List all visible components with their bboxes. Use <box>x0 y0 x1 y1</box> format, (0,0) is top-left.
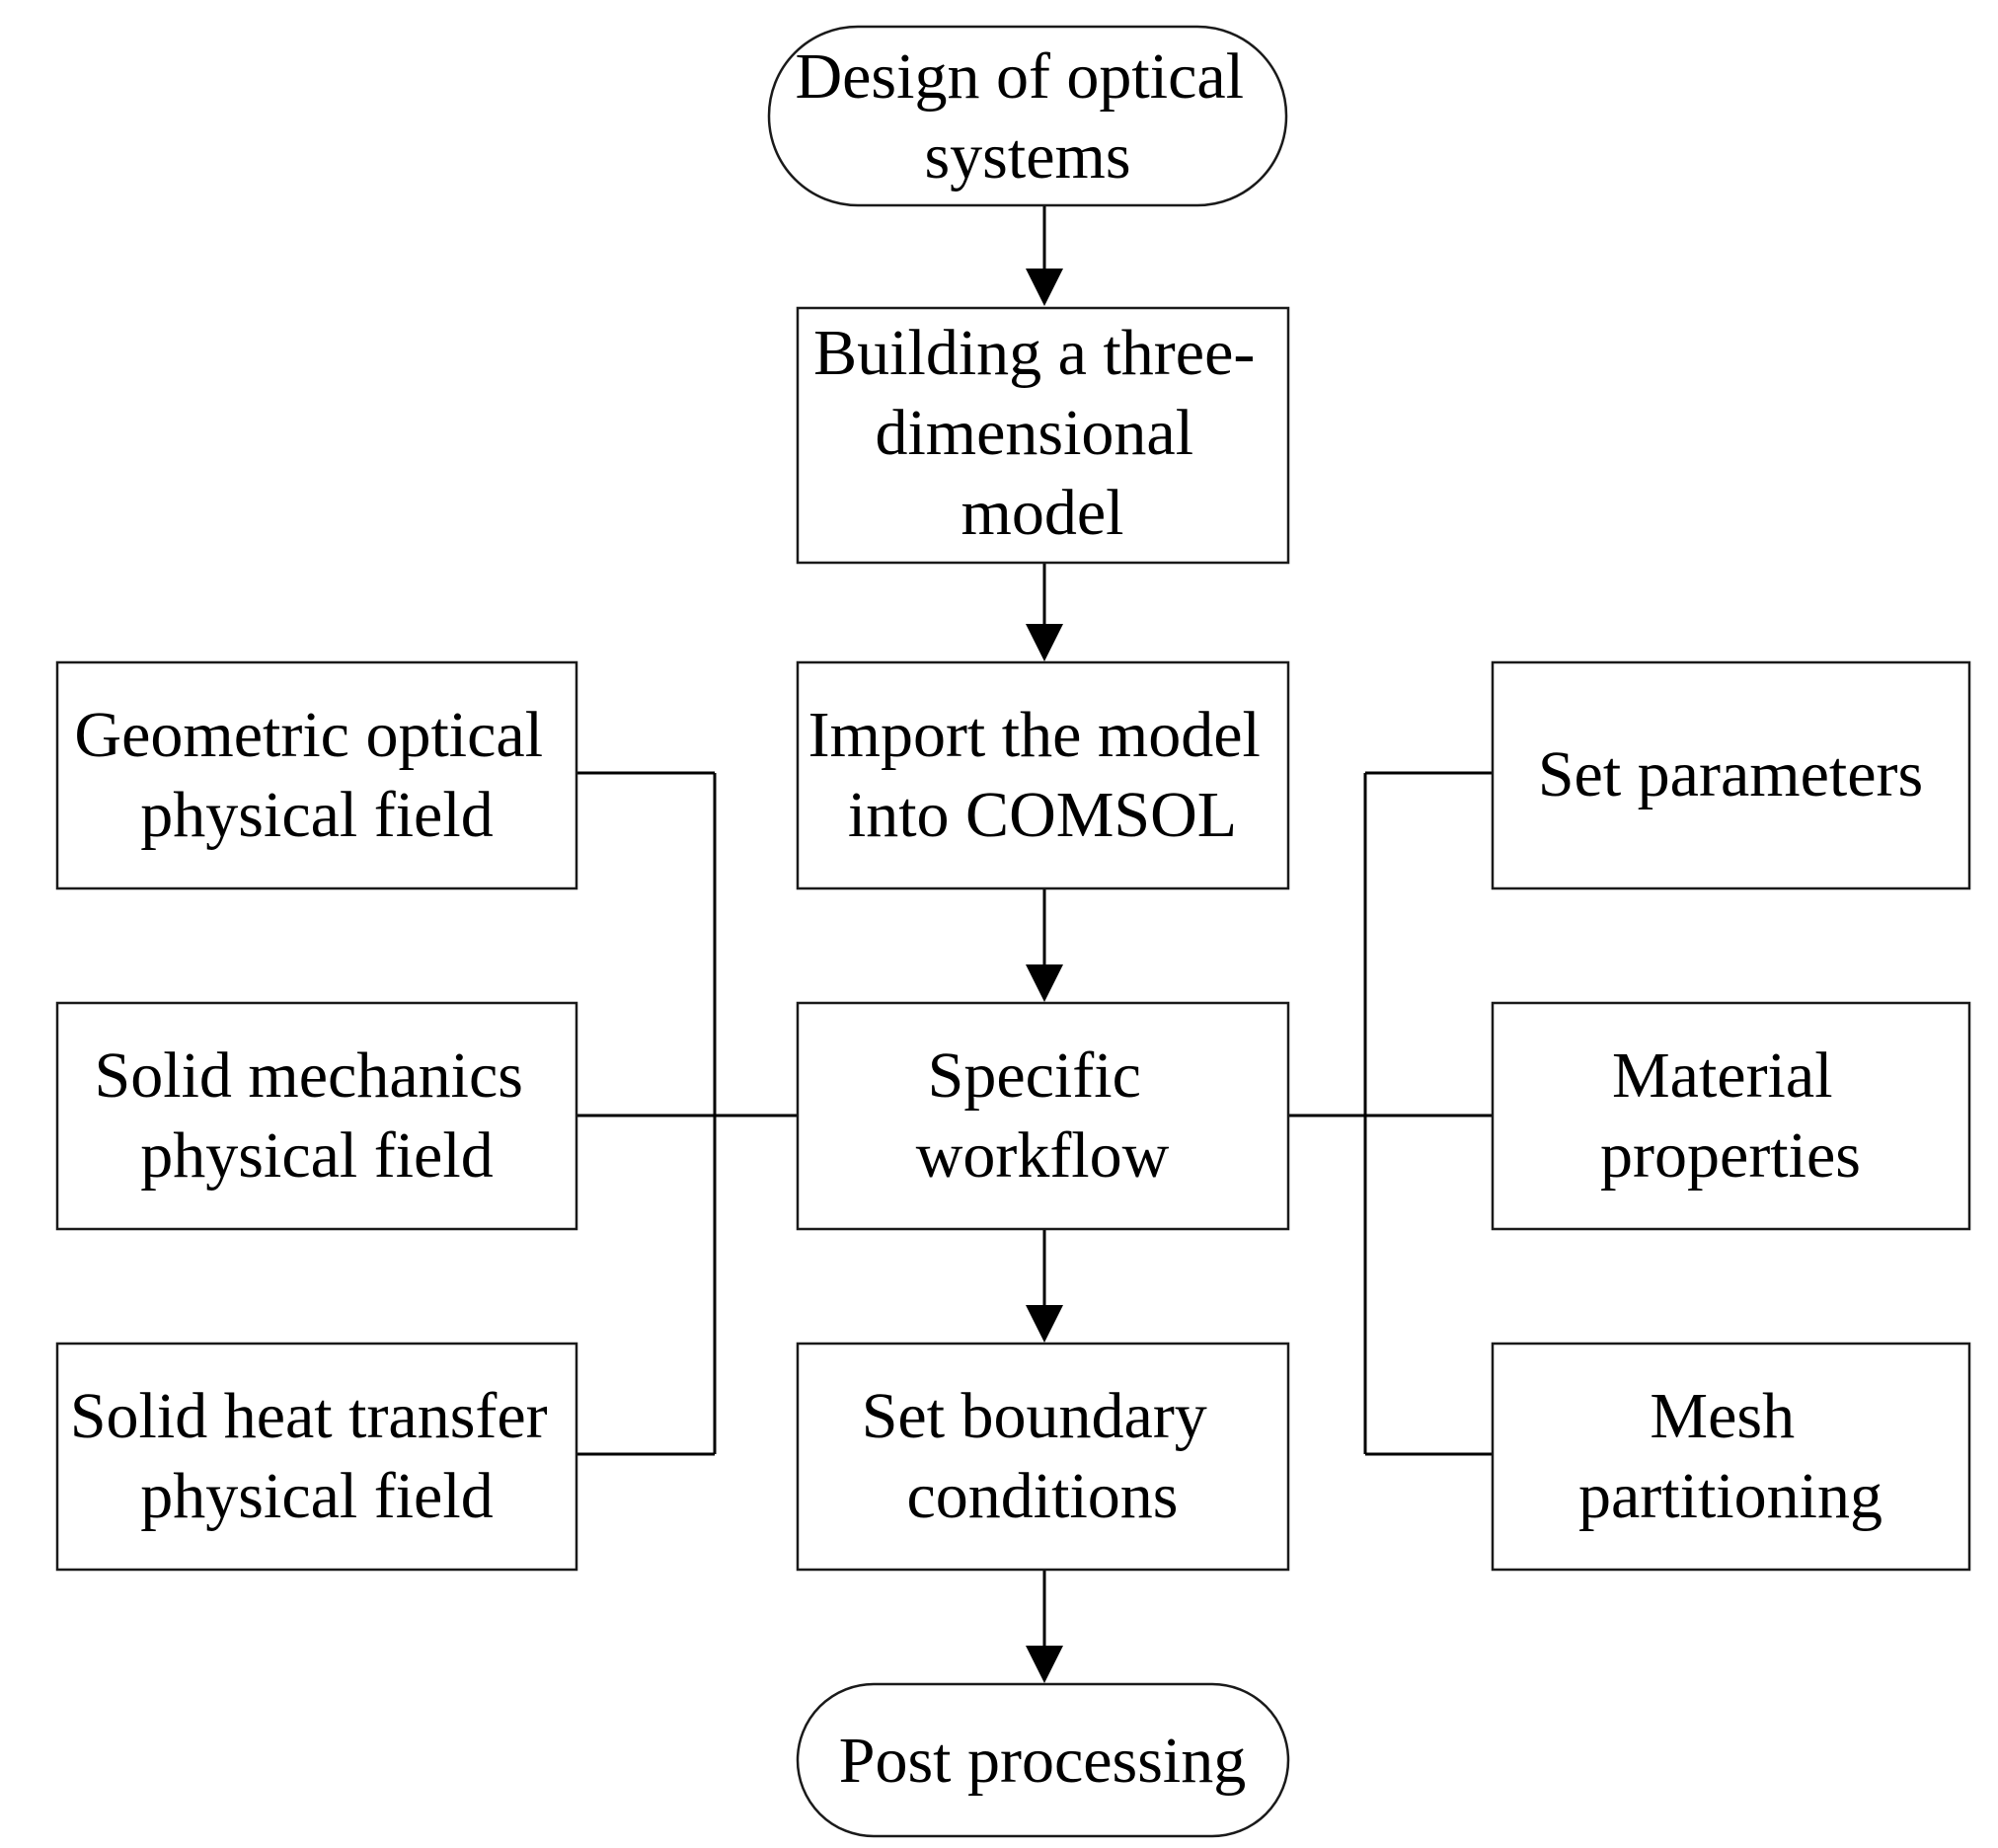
geometric-optical-field-label: Geometric optical physical field <box>74 699 559 851</box>
terminator-start <box>767 25 1288 207</box>
mesh-partitioning-label: Mesh partitioning <box>1578 1380 1883 1532</box>
solid-heat-transfer-field-line-1: Solid heat transfer <box>70 1380 548 1452</box>
node-solid-heat-transfer-field: Solid heat transfer physical field <box>55 1342 578 1572</box>
arrowhead-import <box>1026 624 1063 661</box>
process-box-geometric-optical <box>55 660 578 890</box>
set-boundary-conditions-label: Set boundary conditions <box>862 1380 1224 1532</box>
solid-heat-transfer-field-line-2: physical field <box>140 1460 493 1532</box>
process-box-set-parameters <box>1491 660 1971 890</box>
post-processing-label: Post processing <box>839 1725 1247 1797</box>
node-geometric-optical-field: Geometric optical physical field <box>55 660 578 890</box>
mesh-partitioning-line-1: Mesh <box>1650 1380 1795 1452</box>
import-comsol-line-2: into COMSOL <box>848 779 1237 851</box>
process-box-solid-heat-transfer <box>55 1342 578 1572</box>
geometric-optical-field-line-1: Geometric optical <box>74 699 543 771</box>
mesh-partitioning-line-2: partitioning <box>1578 1460 1883 1532</box>
right-bracket-connectors <box>1288 771 1493 1456</box>
set-boundary-conditions-line-2: conditions <box>907 1460 1179 1532</box>
terminator-end <box>796 1682 1290 1838</box>
set-boundary-conditions-line-1: Set boundary <box>862 1380 1207 1452</box>
node-build-3d-model: Building a three- dimensional model <box>796 306 1290 565</box>
node-design-optical-systems: Design of optical systems <box>767 25 1288 207</box>
node-set-parameters: Set parameters <box>1491 660 1971 890</box>
build-3d-model-line-1: Building a three- <box>813 317 1255 389</box>
build-3d-model-line-2: dimensional <box>875 397 1193 469</box>
node-material-properties: Material properties <box>1491 1001 1971 1231</box>
set-parameters-label: Set parameters <box>1538 738 1923 810</box>
arrowhead-boundary <box>1026 1305 1063 1343</box>
process-box-mesh-partitioning <box>1491 1342 1971 1572</box>
process-box-material-properties <box>1491 1001 1971 1231</box>
solid-mechanics-field-line-2: physical field <box>140 1119 493 1192</box>
specific-workflow-line-1: Specific <box>928 1040 1141 1112</box>
material-properties-label: Material properties <box>1600 1040 1861 1192</box>
material-properties-line-2: properties <box>1600 1119 1861 1192</box>
set-parameters-line-1: Set parameters <box>1538 738 1923 810</box>
solid-mechanics-field-label: Solid mechanics physical field <box>95 1040 540 1192</box>
arrowhead-build <box>1026 269 1063 306</box>
geometric-optical-field-line-2: physical field <box>140 779 493 851</box>
design-optical-systems-line-2: systems <box>924 120 1130 192</box>
node-solid-mechanics-field: Solid mechanics physical field <box>55 1001 578 1231</box>
specific-workflow-label: Specific workflow <box>916 1040 1170 1192</box>
build-3d-model-label: Building a three- dimensional model <box>813 317 1271 549</box>
build-3d-model-line-3: model <box>961 477 1124 549</box>
process-box-solid-mechanics <box>55 1001 578 1231</box>
left-bracket-connectors <box>576 771 798 1456</box>
specific-workflow-line-2: workflow <box>916 1119 1170 1192</box>
arrowhead-post <box>1026 1646 1063 1683</box>
post-processing-line-1: Post processing <box>839 1725 1247 1797</box>
material-properties-line-1: Material <box>1612 1040 1833 1112</box>
import-comsol-label: Import the model into COMSOL <box>808 699 1277 851</box>
arrowhead-workflow <box>1026 964 1063 1002</box>
node-mesh-partitioning: Mesh partitioning <box>1491 1342 1971 1572</box>
solid-mechanics-field-line-1: Solid mechanics <box>95 1040 523 1112</box>
import-comsol-line-1: Import the model <box>808 699 1261 771</box>
node-post-processing: Post processing <box>796 1682 1290 1838</box>
process-box-workflow <box>796 1001 1290 1231</box>
process-box-import <box>796 660 1290 890</box>
main-flow-connectors <box>1026 205 1063 1683</box>
process-box-boundary <box>796 1342 1290 1572</box>
node-specific-workflow: Specific workflow <box>796 1001 1290 1231</box>
design-optical-systems-line-1: Design of optical <box>795 40 1244 113</box>
solid-heat-transfer-field-label: Solid heat transfer physical field <box>70 1380 564 1532</box>
process-box-build <box>796 306 1290 565</box>
node-import-comsol: Import the model into COMSOL <box>796 660 1290 890</box>
design-optical-systems-label: Design of optical systems <box>795 40 1260 192</box>
node-set-boundary-conditions: Set boundary conditions <box>796 1342 1290 1572</box>
